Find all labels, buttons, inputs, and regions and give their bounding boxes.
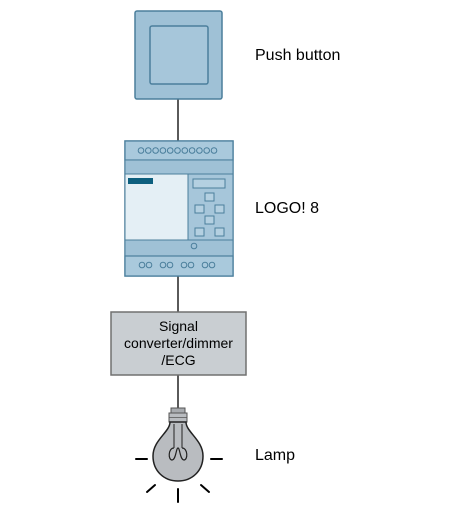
converter-label-line-2: converter/dimmer [124, 335, 233, 351]
push-button-label: Push button [255, 47, 341, 64]
push-button-icon [134, 10, 223, 100]
logo-controller-icon [124, 140, 234, 277]
lamp-icon [135, 407, 223, 503]
converter-box [110, 311, 247, 376]
lamp-label: Lamp [255, 447, 296, 464]
converter-label: Signal converter/dimmer /ECG [111, 312, 246, 375]
converter-label-line-1: Signal [159, 318, 198, 334]
converter-label-line-3: /ECG [161, 352, 196, 368]
logo-label: LOGO! 8 [255, 200, 320, 217]
